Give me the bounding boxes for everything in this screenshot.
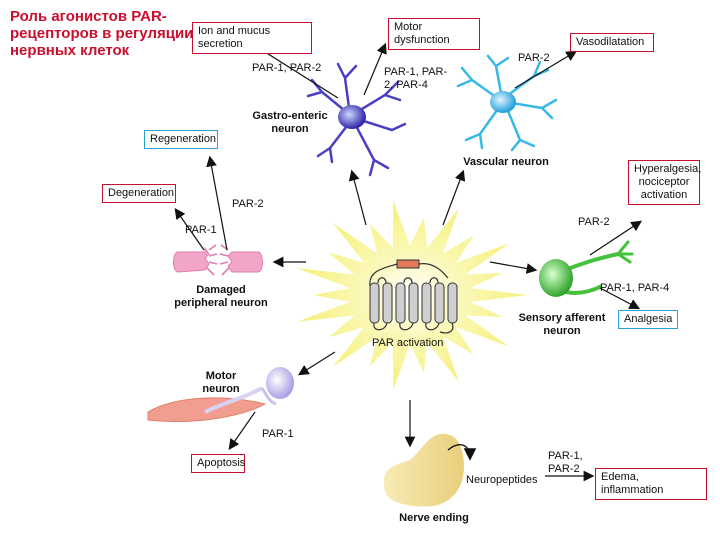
damaged-neuron-label: Damaged peripheral neuron — [174, 284, 268, 309]
outcome-regeneration-box: Regeneration — [144, 130, 218, 149]
gastroenteric-neuron-icon — [306, 62, 407, 177]
receptor-label-ion-mucus: PAR-1, PAR-2 — [252, 62, 322, 74]
arrow-to-hyperalgesia — [589, 220, 643, 256]
sensory-neuron-label: Sensory afferent neuron — [518, 312, 606, 337]
nerve-ending-label: Nerve ending — [399, 512, 469, 524]
receptor-label-vasodilatation: PAR-2 — [518, 52, 550, 64]
arrow-center-to-motor — [297, 351, 336, 376]
arrow-to-apoptosis — [228, 411, 256, 450]
par-activation-label: PAR activation — [372, 337, 444, 349]
arrow-to-regeneration — [206, 155, 228, 251]
outcome-degeneration-box: Degeneration — [102, 184, 176, 203]
outcome-motor-dysfunction-box: Motor dysfunction — [388, 18, 480, 50]
vascular-neuron-label: Vascular neuron — [463, 156, 549, 168]
arrow-center-to-sensory — [489, 261, 538, 274]
damaged-neuron-icon — [173, 244, 263, 276]
outcome-analgesia-box: Analgesia — [618, 310, 678, 329]
sensory-neuron-icon — [539, 240, 634, 297]
outcome-ion-mucus-box: Ion and mucus secretion — [192, 22, 312, 54]
arrow-to-motor-dysfunction — [363, 42, 387, 96]
receptor-label-apoptosis: PAR-1 — [262, 428, 294, 440]
motor-neuron-label: Motor neuron — [202, 370, 240, 395]
receptor-label-regeneration: PAR-2 — [232, 198, 264, 210]
gastroenteric-neuron-label: Gastro-enteric neuron — [252, 110, 328, 135]
outcome-hyperalgesia-box: Hyperalgesia, nociceptor activation — [628, 160, 701, 205]
receptor-label-edema: PAR-1, PAR-2 — [548, 450, 583, 475]
receptor-label-degeneration: PAR-1 — [185, 224, 217, 236]
nerve-ending-icon — [384, 433, 477, 507]
page-title: Роль агонистов PAR-рецепторов в регуляци… — [10, 8, 194, 59]
vascular-neuron-icon — [456, 54, 558, 152]
arrow-center-to-vascular — [442, 169, 466, 226]
arrow-to-analgesia — [599, 287, 641, 310]
outcome-edema-box: Edema, inflammation — [595, 468, 707, 500]
receptor-label-hyperalgesia: PAR-2 — [578, 216, 610, 228]
outcome-vasodilatation-box: Vasodilatation — [570, 33, 654, 52]
receptor-label-motor-dysfunction: PAR-1, PAR-2, PAR-4 — [384, 66, 448, 91]
receptor-label-analgesia: PAR-1, PAR-4 — [600, 282, 670, 294]
outcome-apoptosis-box: Apoptosis — [191, 454, 245, 473]
arrow-center-to-gastro — [348, 169, 367, 226]
par-receptor-icon — [369, 259, 458, 334]
arrow-to-degeneration — [174, 208, 205, 251]
arrow-to-vasodilatation — [514, 50, 578, 89]
neuropeptides-label: Neuropeptides — [466, 474, 538, 486]
motor-neuron-icon — [147, 367, 294, 423]
